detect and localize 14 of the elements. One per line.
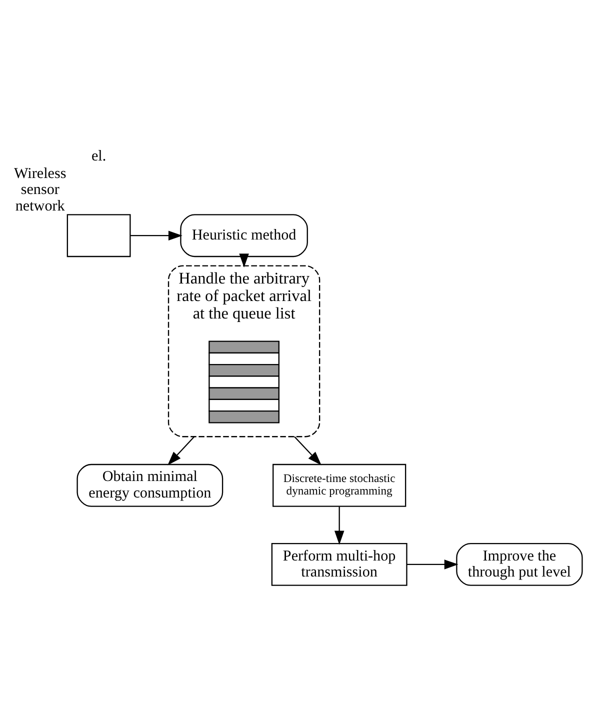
arrow xyxy=(406,559,458,569)
node-box: Discrete-time stochastic dynamic programming xyxy=(272,463,406,506)
label: el. xyxy=(91,148,106,164)
cluster: Handle the arbitrary rate of packet arrival at the queue list xyxy=(168,264,320,437)
node-box: Improve the through put level xyxy=(456,542,583,586)
node-box: Perform multi-hop transmission xyxy=(271,542,408,586)
node-box: Obtain minimal energy consumption xyxy=(76,463,224,506)
node-box xyxy=(66,214,131,257)
arrow xyxy=(239,253,249,268)
arrow xyxy=(168,436,195,465)
arrow xyxy=(334,506,344,544)
node-label: Wireless sensor network xyxy=(14,165,66,214)
arrow xyxy=(294,436,322,465)
arrow xyxy=(130,230,182,240)
